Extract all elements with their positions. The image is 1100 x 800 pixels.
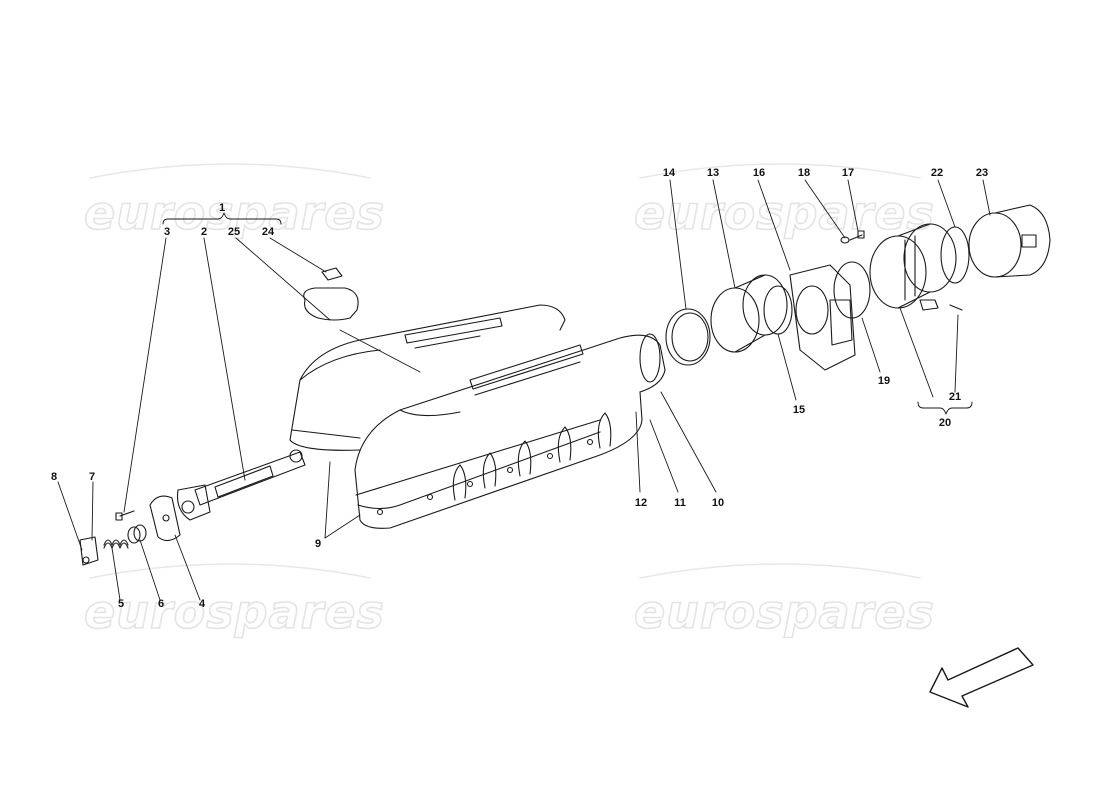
washer [840, 236, 850, 244]
linkage-assembly [176, 449, 306, 521]
intake-manifold-rear [289, 304, 566, 451]
hose-clamp-14 [665, 308, 711, 366]
intake-manifold-front [354, 333, 666, 529]
callout-22: 22 [930, 167, 944, 179]
callout-16: 16 [752, 167, 766, 179]
hose-clamp-22 [940, 226, 970, 284]
callout-5: 5 [117, 598, 125, 610]
gasket [303, 287, 359, 321]
air-duct [869, 223, 957, 311]
callout-17: 17 [841, 167, 855, 179]
callout-1: 1 [218, 202, 226, 214]
callout-7: 7 [88, 471, 96, 483]
callout-6: 6 [157, 598, 165, 610]
sensor [321, 267, 343, 281]
leader-lines [57, 179, 991, 601]
hose-clamp-19 [833, 261, 871, 319]
bolt-17 [849, 234, 863, 241]
callout-24: 24 [261, 226, 275, 238]
watermark-top-left: eurospares [83, 185, 385, 241]
callout-18: 18 [797, 167, 811, 179]
callout-12: 12 [634, 497, 648, 509]
callout-4: 4 [198, 598, 206, 610]
callout-25: 25 [227, 226, 241, 238]
o-ring [763, 285, 793, 335]
direction-arrow-icon [929, 647, 1034, 708]
callout-8: 8 [50, 471, 58, 483]
callout-15: 15 [792, 404, 806, 416]
temp-sensor [949, 304, 963, 311]
callout-3: 3 [163, 226, 171, 238]
air-meter-housing [968, 204, 1051, 278]
bracket [79, 536, 99, 566]
callout-11: 11 [674, 497, 686, 509]
watermark-swooshes [89, 163, 921, 579]
callout-14: 14 [662, 167, 676, 179]
callout-13: 13 [706, 167, 720, 179]
callout-9: 9 [314, 538, 322, 550]
callout-21: 21 [948, 391, 962, 403]
callout-10: 10 [711, 497, 725, 509]
throttle-body [789, 264, 856, 371]
callout-20: 20 [938, 417, 952, 429]
flange-plate [149, 495, 181, 542]
watermark-bottom-right: eurospares [633, 584, 935, 640]
watermark-bottom-left: eurospares [83, 584, 385, 640]
watermark-top-right: eurospares [633, 185, 935, 241]
callout-23: 23 [975, 167, 989, 179]
callout-2: 2 [200, 226, 208, 238]
spring [103, 539, 129, 546]
callout-19: 19 [877, 375, 891, 387]
